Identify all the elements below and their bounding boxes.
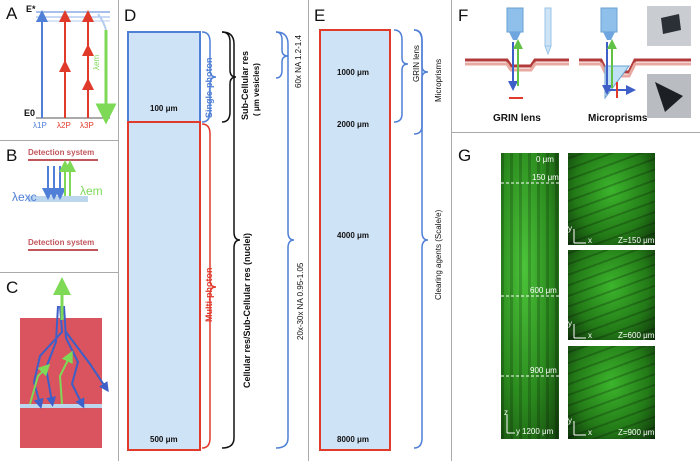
sample-slab xyxy=(28,196,88,202)
objective-60x-bracket xyxy=(275,31,289,79)
objective-60x-label: 60x NA 1.2-1.4 xyxy=(294,35,303,88)
objective-20x-label: 20x-30x NA 0.95-1.05 xyxy=(296,262,305,340)
xy-section-150 xyxy=(568,153,655,245)
panel-letter-g: G xyxy=(458,146,472,165)
stack-axis-y-label: y xyxy=(516,427,520,436)
panel-letter-f: F xyxy=(458,6,469,25)
z-label-900: Z=900 μm xyxy=(618,428,655,437)
lambda-exc-label: λexc xyxy=(12,190,37,204)
subcellular-bracket xyxy=(221,31,237,123)
lambda-em-label-a: λem xyxy=(92,54,101,70)
cellular-bracket xyxy=(221,31,241,449)
scatter-path-2 xyxy=(63,305,85,409)
subcellular-label: Sub-Cellular res xyxy=(240,50,250,120)
single-photon-label: Single-photon xyxy=(204,57,214,119)
microprism-photo-1-object xyxy=(661,14,681,34)
detection-bottom-label: Detection system xyxy=(28,238,95,247)
xy-section-600 xyxy=(568,250,655,340)
clearing-bracket xyxy=(413,29,429,449)
grin-bracket xyxy=(393,29,409,123)
scatter-path-3 xyxy=(32,305,64,409)
panel-letter-d: D xyxy=(124,6,137,25)
divider-ab xyxy=(0,140,118,141)
depth-label-500um: 500 μm xyxy=(150,435,178,444)
xy-section-900 xyxy=(568,346,655,439)
grin-lens-tip xyxy=(544,45,552,56)
stack-axis-z-label: z xyxy=(504,408,508,417)
axis-x-label-1: x xyxy=(588,236,592,245)
depth-box xyxy=(319,29,391,451)
grin-lens-rod xyxy=(544,7,552,47)
tissue-surface-left xyxy=(465,58,569,68)
objective-left xyxy=(506,7,524,33)
single-photon-bracket xyxy=(201,31,217,123)
scatter-path-1 xyxy=(44,305,59,407)
panel-letter-a: A xyxy=(6,4,18,23)
multi-photon-label: Multi-photon xyxy=(204,267,214,322)
objective-20x-bracket xyxy=(275,31,295,449)
divider-middle xyxy=(308,0,309,461)
single-photon-box xyxy=(127,31,201,123)
detection-top-label: Detection system xyxy=(28,148,95,157)
depth-tick-1200: 1200 μm xyxy=(522,427,554,436)
focal-layer xyxy=(20,404,102,408)
xy-axes-overlay xyxy=(573,229,586,436)
transition-label-1p: λ1P xyxy=(33,121,47,130)
panel-c-scattering xyxy=(20,277,109,448)
divider-fg xyxy=(451,132,700,133)
ground-state-label: E0 xyxy=(24,108,36,118)
depth-stack-image xyxy=(501,153,559,439)
depth-tick-900: 900 μm xyxy=(530,366,557,375)
divider-left xyxy=(118,0,119,461)
divider-bc xyxy=(0,272,118,273)
clearing-label: Clearing agents (Scale/e) xyxy=(434,209,443,300)
transition-label-2p: λ2P xyxy=(57,121,71,130)
objective-right-tip xyxy=(603,32,615,40)
depth-label-4000um: 4000 μm xyxy=(337,231,370,240)
objective-left-tip xyxy=(509,32,521,40)
panel-d-diagram xyxy=(127,31,295,451)
microprisms-label-e: Microprisms xyxy=(434,58,443,102)
objective-right xyxy=(600,7,618,33)
depth-label-2000um: 2000 μm xyxy=(337,120,370,129)
lambda-em-label-b: λem xyxy=(80,184,103,198)
panel-f-diagram xyxy=(465,6,691,118)
axis-y-label-3: y xyxy=(568,416,572,425)
axis-y-label-1: y xyxy=(568,224,572,233)
cellular-res-label: Cellular res/Sub-Cellular res (nuclei) xyxy=(242,232,252,388)
microprism-photo-2-object xyxy=(655,82,683,112)
z-label-150: Z=150 μm xyxy=(618,236,655,245)
relaxation-curve xyxy=(97,13,107,31)
panel-letter-c: C xyxy=(6,278,19,297)
panel-e-diagram xyxy=(319,29,429,451)
depth-label-1000um: 1000 μm xyxy=(337,68,370,77)
depth-label-8000um: 8000 μm xyxy=(337,435,370,444)
subcellular-detail-label: ( μm vesicles) xyxy=(252,63,261,116)
axis-x-label-3: x xyxy=(588,428,592,437)
divider-right xyxy=(451,0,452,461)
grin-caption: GRIN lens xyxy=(493,113,541,124)
panel-letter-e: E xyxy=(314,6,326,25)
axis-x-label-2: x xyxy=(588,331,592,340)
emission-path-1 xyxy=(29,363,51,405)
depth-stack-overlay xyxy=(501,182,559,434)
microprisms-caption: Microprisms xyxy=(588,113,648,124)
multi-photon-box xyxy=(127,121,201,451)
grin-label: GRIN lens xyxy=(412,45,421,82)
panel-b-diagram xyxy=(28,159,98,251)
depth-label-100um: 100 μm xyxy=(150,104,178,113)
emission-path-2 xyxy=(58,350,73,405)
depth-tick-0: 0 μm xyxy=(536,155,554,164)
scatter-path-4 xyxy=(65,331,109,393)
z-label-600: Z=600 μm xyxy=(618,331,655,340)
excited-state-label: E* xyxy=(26,4,36,14)
depth-tick-600: 600 μm xyxy=(530,286,557,295)
multi-photon-bracket xyxy=(201,123,217,449)
depth-tick-150: 150 μm xyxy=(532,173,559,182)
axis-y-label-2: y xyxy=(568,319,572,328)
tissue-surface-left-under xyxy=(465,62,569,72)
transition-label-3p: λ3P xyxy=(80,121,94,130)
panel-a-diagram xyxy=(36,10,117,125)
panel-letter-b: B xyxy=(6,146,18,165)
